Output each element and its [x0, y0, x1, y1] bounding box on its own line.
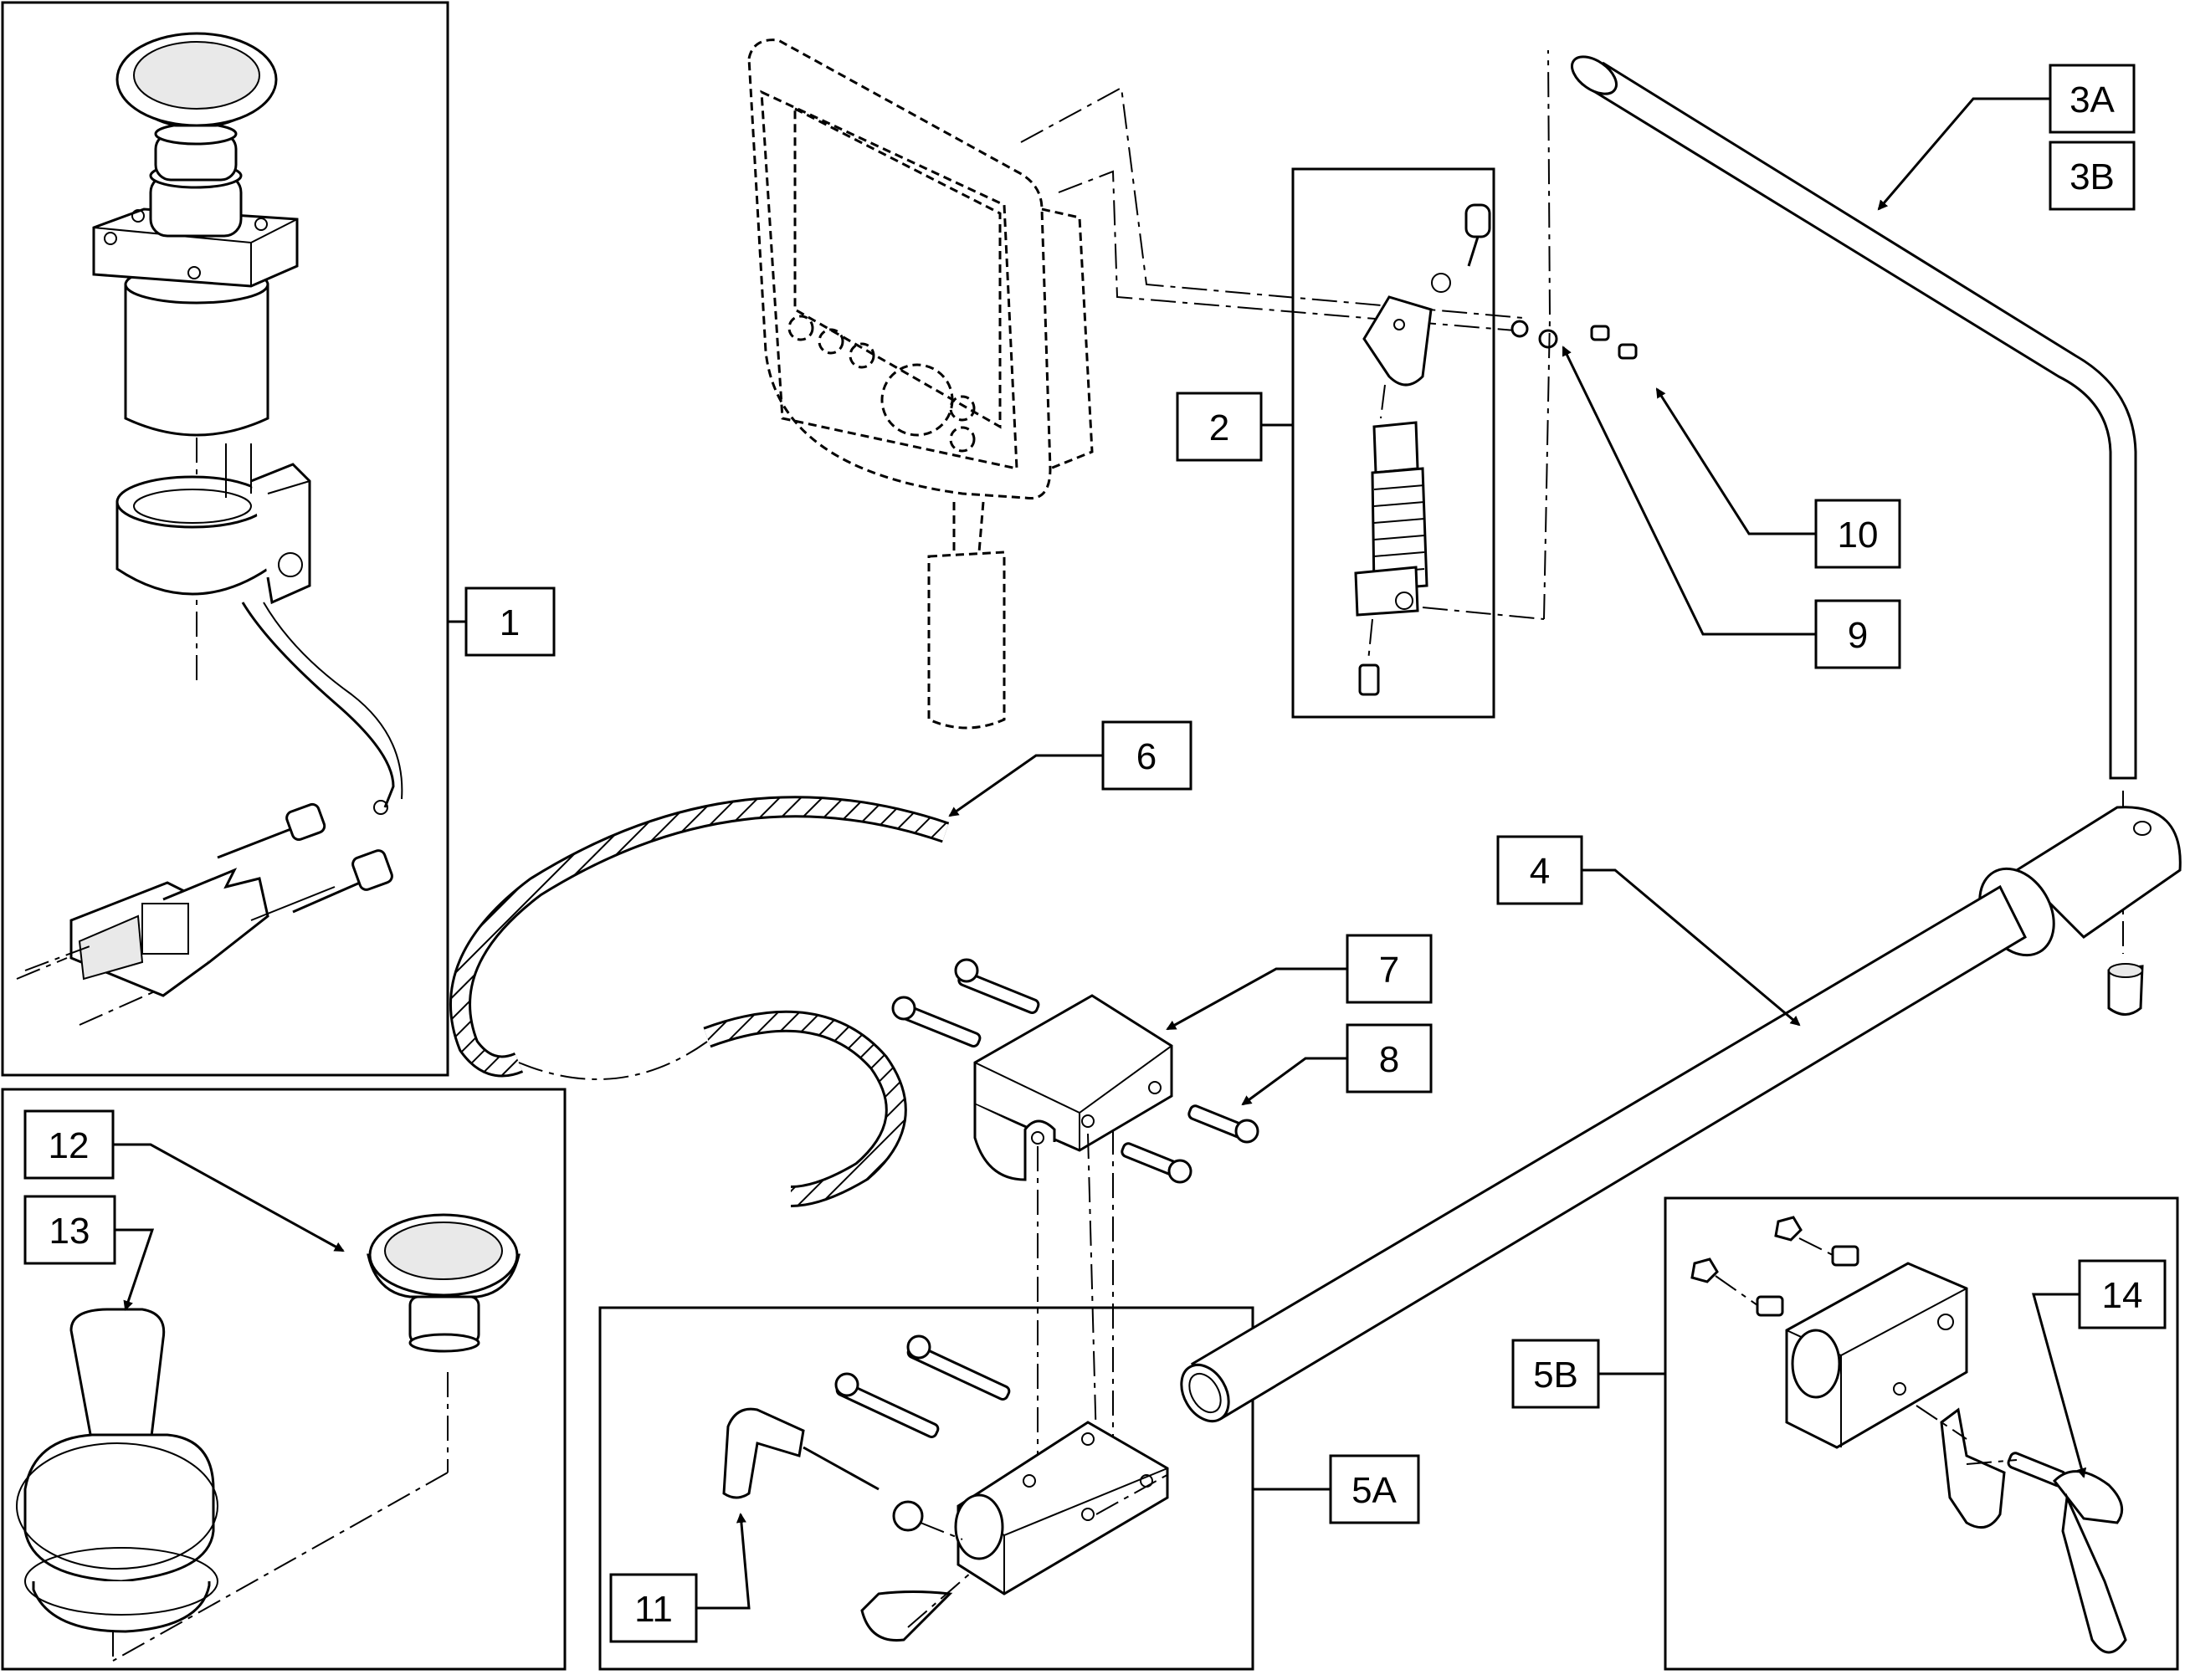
- display-unit-drawing: [747, 38, 1524, 730]
- callout-5a: 5A: [1329, 1454, 1420, 1524]
- callout-13-label: 13: [49, 1211, 90, 1252]
- leader-lines: [113, 97, 2087, 1610]
- callout-3a-label: 3A: [2069, 79, 2115, 120]
- frame-joystick-knobs: [1, 1088, 567, 1671]
- callout-6-label: 6: [1136, 736, 1157, 777]
- callout-4-label: 4: [1530, 851, 1550, 892]
- clamp-5b-drawing: [1690, 1216, 2127, 1654]
- callout-2: 2: [1176, 392, 1263, 462]
- callout-11: 11: [609, 1573, 698, 1643]
- block-clamp-drawing: [891, 958, 1259, 1498]
- callout-14-label: 14: [2102, 1275, 2143, 1316]
- callout-5a-label: 5A: [1351, 1470, 1397, 1511]
- callout-7: 7: [1346, 934, 1433, 1004]
- cable-wrap-drawing: [449, 796, 950, 1207]
- callout-10: 10: [1814, 499, 1901, 569]
- callout-10-label: 10: [1838, 515, 1879, 556]
- callout-3b-label: 3B: [2069, 156, 2115, 197]
- callout-8: 8: [1346, 1023, 1433, 1094]
- callout-12: 12: [23, 1109, 115, 1180]
- callout-5b-label: 5B: [1533, 1355, 1578, 1396]
- tube-4-drawing: [1180, 884, 2027, 1423]
- callout-3a: 3A: [2049, 64, 2136, 134]
- callout-12-label: 12: [49, 1125, 90, 1166]
- callout-6: 6: [1101, 720, 1192, 791]
- callout-1: 1: [464, 586, 556, 657]
- callout-14: 14: [2078, 1259, 2167, 1329]
- callout-9-label: 9: [1848, 615, 1868, 656]
- joystick-module-drawing: [16, 32, 403, 1026]
- callout-7-label: 7: [1379, 950, 1399, 991]
- callout-9: 9: [1814, 599, 1901, 669]
- callout-2-label: 2: [1209, 407, 1229, 448]
- bracket-assembly-drawing: [1354, 49, 1638, 696]
- clamp-5a-drawing: [722, 1334, 1172, 1642]
- frame-joystick-module: [1, 1, 449, 1077]
- callout-13: 13: [23, 1195, 116, 1265]
- joystick-knobs-drawing: [16, 1213, 521, 1662]
- callout-4: 4: [1496, 835, 1583, 905]
- callout-8-label: 8: [1379, 1039, 1399, 1080]
- frame-mounting-bracket: [1291, 167, 1495, 719]
- callout-11-label: 11: [634, 1589, 673, 1630]
- callout-5b: 5B: [1511, 1339, 1600, 1409]
- frame-clamp-5b: [1664, 1196, 2179, 1671]
- callout-3b: 3B: [2049, 141, 2136, 211]
- tube-3a-3b-drawing: [1571, 55, 2182, 1016]
- callout-1-label: 1: [500, 602, 520, 643]
